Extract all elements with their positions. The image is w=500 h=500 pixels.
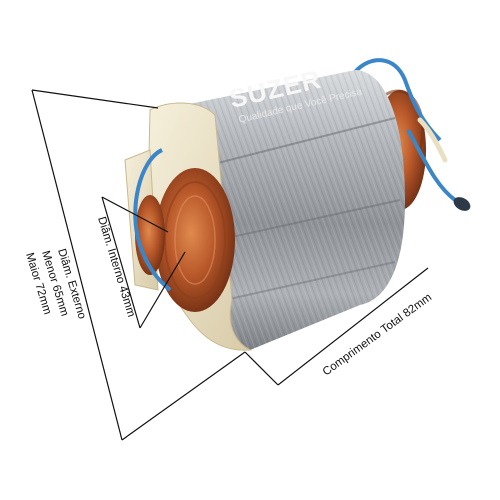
dimension-lines <box>31 89 429 441</box>
lead-wires <box>353 58 471 211</box>
front-wire <box>133 148 172 292</box>
